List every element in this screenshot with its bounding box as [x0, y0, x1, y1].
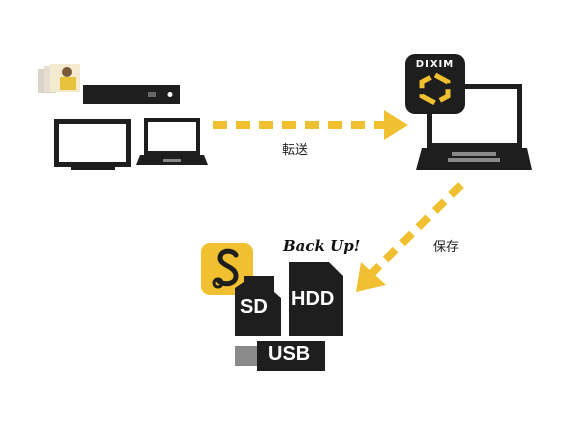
- arrow-right-icon: [213, 110, 408, 140]
- hdd-label: HDD: [291, 288, 335, 310]
- video-thumbnails: [38, 64, 80, 93]
- tv-icon: [54, 119, 131, 170]
- dixim-app-name: DIXIM: [415, 59, 455, 70]
- transfer-label: 転送: [282, 143, 309, 158]
- dixim-app-icon: [405, 54, 465, 114]
- s-app-icon: [201, 243, 253, 295]
- usb-label: USB: [268, 343, 311, 365]
- sd-card-icon: [235, 276, 281, 336]
- hdd-icon: [289, 262, 343, 336]
- usb-stick-icon: [235, 341, 325, 371]
- set-top-box-icon: [83, 85, 180, 104]
- sd-card-label: SD: [240, 296, 268, 318]
- save-label: 保存: [433, 240, 460, 255]
- backup-label: Back Up!: [283, 237, 361, 255]
- arrow-down-left-icon: [356, 182, 464, 292]
- laptop-icon: [136, 118, 208, 165]
